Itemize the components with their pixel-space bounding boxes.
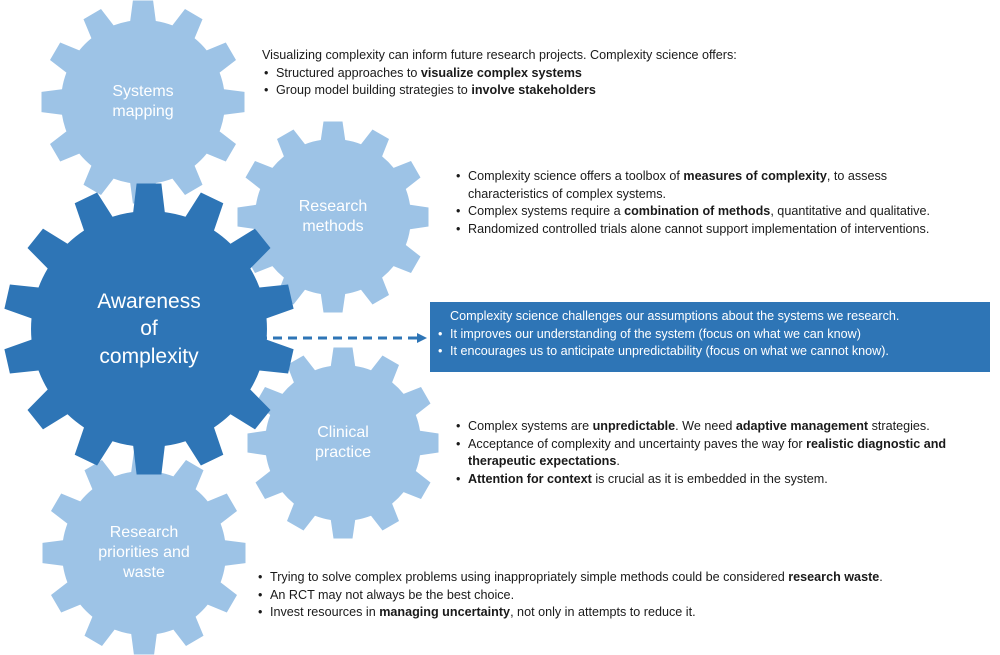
callout-bullet-2: It encourages us to anticipate unpredict… (438, 343, 982, 361)
text-span: . (879, 570, 883, 584)
priorities-label-line1: Research (109, 524, 179, 541)
clinical-bullet-1: Complex systems are unpredictable. We ne… (454, 418, 946, 436)
text-span: strategies. (868, 419, 930, 433)
bold-span: adaptive management (735, 419, 869, 433)
bold-span: therapeutic expectations (468, 454, 617, 468)
bold-span: research waste (788, 570, 880, 584)
text-span: Complex systems require a (468, 204, 625, 218)
research-methods-label: Research methods (263, 197, 403, 237)
research-priorities-label: Research priorities and waste (74, 523, 214, 583)
methods-label-line1: Research (298, 198, 368, 215)
systems-label-line1: Systems (112, 83, 174, 100)
clinical-label-line2: practice (314, 444, 372, 461)
bold-span: measures of complexity (683, 169, 827, 183)
methods-bullet-2: Complex systems require a combination of… (454, 203, 930, 221)
text-span: An RCT may not always be the best choice… (270, 587, 515, 602)
clinical-practice-text: Complex systems are unpredictable. We ne… (454, 418, 946, 488)
awareness-label-line3: complexity (99, 344, 199, 368)
complexity-callout: Complexity science challenges our assump… (430, 302, 990, 372)
text-span: . (616, 454, 620, 468)
text-span: Group model building strategies to (276, 83, 472, 97)
text-span: , to assess (826, 169, 888, 183)
text-span: Trying to solve complex problems using i… (270, 570, 789, 584)
bold-span: combination of methods (624, 204, 771, 218)
text-span: , not only in attempts to reduce it. (510, 605, 696, 619)
methods-bullet-1: Complexity science offers a toolbox of m… (454, 168, 930, 203)
awareness-label-line2: of (140, 317, 158, 341)
clinical-practice-label: Clinical practice (273, 423, 413, 463)
clinical-bullet-2: Acceptance of complexity and uncertainty… (454, 436, 946, 471)
methods-bullet-3: Randomized controlled trials alone canno… (454, 221, 930, 239)
text-span: , quantitative and qualitative. (770, 204, 930, 218)
priorities-label-line2: priorities and (98, 544, 190, 561)
systems-mapping-label: Systems mapping (73, 82, 213, 122)
systems-label-line2: mapping (112, 103, 174, 120)
text-span: is crucial as it is embedded in the syst… (591, 471, 828, 486)
clinical-practice-gear (247, 347, 439, 539)
research-methods-text: Complexity science offers a toolbox of m… (454, 168, 930, 238)
text-span: Acceptance of complexity and uncertainty… (468, 436, 807, 451)
systems-mapping-text: Visualizing complexity can inform future… (262, 47, 737, 100)
systems-bullet-1: Structured approaches to visualize compl… (262, 65, 737, 83)
bold-span: managing uncertainty (379, 605, 511, 619)
clinical-label-line1: Clinical (317, 424, 369, 441)
text-span: characteristics of complex systems. (468, 186, 667, 201)
bold-span: unpredictable (592, 419, 676, 433)
clinical-bullet-3: Attention for context is crucial as it i… (454, 471, 946, 489)
research-waste-text: Trying to solve complex problems using i… (256, 569, 883, 622)
text-span: Invest resources in (270, 605, 380, 619)
research-priorities-gear (42, 451, 246, 655)
text-span: Complex systems are (468, 419, 593, 433)
research-methods-gear (237, 121, 429, 313)
waste-bullet-1: Trying to solve complex problems using i… (256, 569, 883, 587)
methods-label-line2: methods (302, 218, 364, 235)
systems-intro: Visualizing complexity can inform future… (262, 48, 737, 62)
text-span: Structured approaches to (276, 65, 421, 80)
callout-bullet-1: It improves our understanding of the sys… (438, 326, 982, 344)
callout-head: Complexity science challenges our assump… (450, 309, 900, 323)
systems-bullet-2: Group model building strategies to invol… (262, 82, 737, 100)
awareness-gear (4, 183, 294, 475)
bold-span: visualize complex systems (420, 65, 582, 80)
waste-bullet-3: Invest resources in managing uncertainty… (256, 604, 883, 622)
systems-mapping-gear (41, 0, 245, 204)
awareness-label-line1: Awareness (97, 290, 201, 314)
bold-span: Attention for context (468, 471, 592, 486)
waste-bullet-2: An RCT may not always be the best choice… (256, 587, 883, 605)
text-span: . We need (675, 419, 736, 433)
text-span: Complexity science offers a toolbox of (468, 169, 684, 183)
bold-span: involve stakeholders (471, 83, 596, 97)
priorities-label-line3: waste (123, 564, 165, 581)
awareness-label: Awareness of complexity (49, 288, 249, 370)
text-span: Randomized controlled trials alone canno… (468, 221, 930, 236)
bold-span: realistic diagnostic and (806, 436, 947, 451)
